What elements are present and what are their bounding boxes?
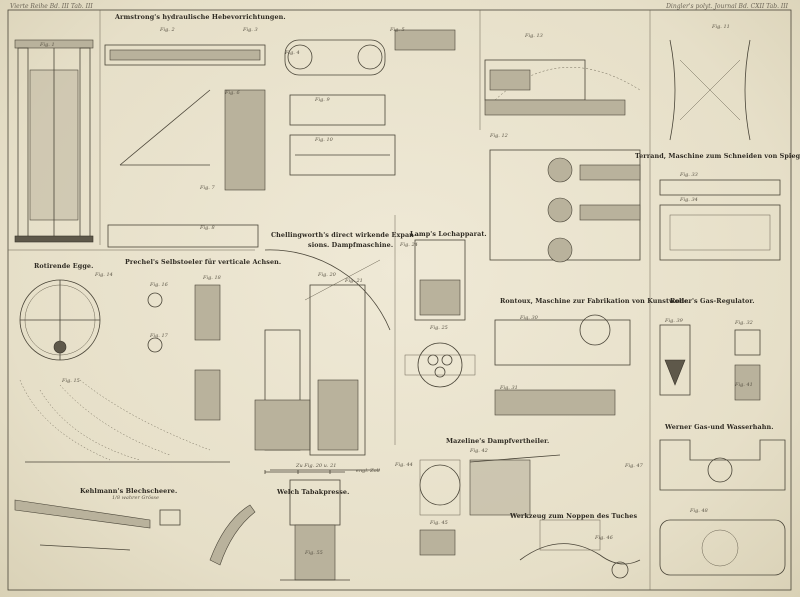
caption-lamp: Lamp's Lochapparat. (410, 230, 487, 238)
caption-terrand: Terrand, Maschine zum Schneiden von Spie… (635, 152, 800, 160)
caption-werner: Werner Gas-und Wasserhahn. (665, 423, 774, 431)
plate-header-right: Dingler's polyt. Journal Bd. CXII Tab. I… (666, 3, 788, 10)
figure-label: Fig. 14 (95, 272, 113, 278)
plate-header-left: Vierte Reihe Bd. III Tab. III (10, 3, 93, 10)
figure-label: Fig. 25 (430, 325, 448, 331)
armstrong-pipework-drawing (104, 44, 266, 248)
figure-label: Fig. 47 (625, 463, 643, 469)
oiler-drawings (147, 284, 221, 421)
figure-label: Fig. 7 (200, 185, 215, 191)
harrow-drawing (19, 279, 230, 463)
figure-label: Fig. 8 (200, 225, 215, 231)
figure-label: Fig. 34 (680, 197, 698, 203)
caption-armstrong: Armstrong's hydraulische Hebevorrichtung… (115, 13, 286, 21)
figure-label: Fig. 41 (735, 382, 753, 388)
caption-prechel: Prechel's Selbstoeler für verticale Achs… (125, 258, 282, 266)
figure-label: Fig. 9 (315, 97, 330, 103)
plate-shears-drawing (14, 499, 256, 566)
armstrong-column-drawing (14, 39, 94, 243)
figure-label: Fig. 6 (225, 90, 240, 96)
figure-label: Fig. 46 (595, 535, 613, 541)
figure-label: Fig. 55 (305, 550, 323, 556)
figure-label: Fig. 15 (62, 378, 80, 384)
scale-bar (264, 470, 345, 474)
figure-label: Fig. 11 (712, 24, 730, 30)
glass-cutter-frame-drawing (659, 39, 781, 261)
tobacco-press-drawing (280, 479, 350, 581)
steam-engine-drawing (254, 249, 391, 471)
figure-label: Fig. 31 (500, 385, 518, 391)
gas-water-tap-drawing (659, 439, 786, 576)
figure-label: Fig. 17 (150, 333, 168, 339)
plate-frame (7, 9, 792, 591)
kunstwolle-gears-drawing (489, 149, 641, 263)
caption-chellingworth-line1: Chellingworth's direct wirkende Expan - (271, 231, 420, 239)
figure-label: Fig. 1 (40, 42, 55, 48)
figure-label: Fig. 13 (525, 33, 543, 39)
flywheel-drawing-fig13 (484, 59, 641, 116)
chain-machine-drawing (284, 29, 456, 176)
caption-rotirende-egge: Rotirende Egge. (34, 262, 94, 270)
caption-roder: Roder's Gas-Regulator. (670, 297, 755, 305)
figure-label: Fig. 10 (315, 137, 333, 143)
figure-label: Fig. 16 (150, 282, 168, 288)
figure-label: Fig. 3 (243, 27, 258, 33)
figure-label: Fig. 5 (390, 27, 405, 33)
steam-distributor-drawing (419, 454, 561, 556)
figure-label: Fig. 32 (735, 320, 753, 326)
caption-welch: Welch Tabakpresse. (277, 488, 350, 496)
caption-werkzeug: Werkzeug zum Noppen des Tuches (510, 512, 638, 520)
caption-kehlmann: Kehlmann's Blechscheere. (80, 487, 178, 495)
figure-label: Fig. 20 (318, 272, 336, 278)
figure-label: Fig. 21 (345, 278, 363, 284)
caption-chellingworth-line2: sions. Dampfmaschine. (308, 241, 394, 249)
figure-label: Fig. 12 (490, 133, 508, 139)
figure-label: Fig. 18 (203, 275, 221, 281)
scale-note: 1/8 wahrer Grösse (112, 495, 159, 501)
figure-label: Fig. 45 (430, 520, 448, 526)
punch-apparatus-drawing (404, 239, 476, 388)
figure-label: Fig. 33 (680, 172, 698, 178)
figure-label: Fig. 42 (470, 448, 488, 454)
figure-label: Fig. 24 (400, 242, 418, 248)
figure-label: Fig. 48 (690, 508, 708, 514)
scale-label: Zu Fig. 20 u. 21 (296, 463, 337, 469)
caption-rontoux: Rontoux, Maschine zur Fabrikation von Ku… (500, 297, 691, 305)
figure-label: Fig. 30 (520, 315, 538, 321)
caption-mazeline: Mazeline's Dampfvertheiler. (446, 437, 550, 445)
wool-machine-drawing (494, 314, 631, 416)
gas-regulator-drawings (659, 324, 761, 401)
cloth-burling-tool-drawing (519, 519, 641, 579)
figure-label: Fig. 44 (395, 462, 413, 468)
figure-label: Fig. 2 (160, 27, 175, 33)
scale-unit: engl. Zoll (356, 468, 380, 474)
figure-label: Fig. 4 (285, 50, 300, 56)
figure-label: Fig. 39 (665, 318, 683, 324)
